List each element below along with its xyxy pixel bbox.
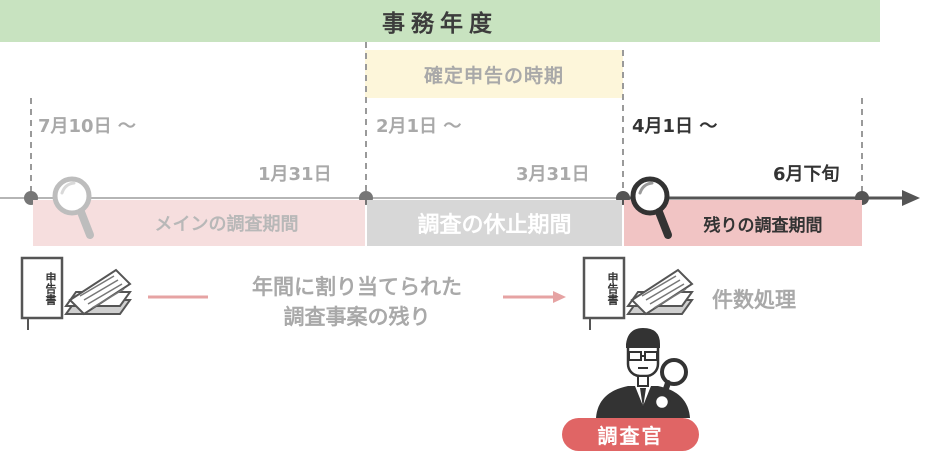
filing-season-label: 確定申告の時期 [423,64,564,87]
tax-return-label-left: 申告書 [44,271,57,305]
magnifier-icon [52,176,94,239]
remaining-period-label: 残りの調査期間 [703,215,823,236]
remaining-cases-line1: 年間に割り当てられた [252,275,462,299]
remaining-cases-line2: 調査事案の残り [283,305,431,329]
filing-season-box: 確定申告の時期 [365,50,623,98]
date-start-remaining: 4月1日 〜 [632,116,718,137]
date-start-rest: 2月1日 〜 [376,116,462,137]
remaining-cases-text: 年間に割り当てられた 調査事案の残り [212,272,502,332]
main-period-label: メインの調査期間 [154,214,299,235]
inspector-label: 調査官 [597,424,664,448]
fiscal-year-title: 事務年度 [382,11,498,37]
document-stack-icon [64,268,132,316]
investigation-pause-period: 調査の休止期間 [367,200,622,246]
case-processing-label: 件数処理 [712,288,796,312]
flow-arrowhead [553,291,566,303]
inspector-badge: 調査官 [562,418,699,451]
tax-return-label-right: 申告書 [606,271,619,305]
timeline-arrowhead [902,190,920,206]
magnifier-icon-active [630,176,672,239]
date-end-rest: 3月31日 [516,164,590,185]
document-stack-icon [626,268,694,316]
date-end-main: 1月31日 [258,164,332,185]
period-dividers [30,42,863,200]
tax-return-form-icon [20,256,64,320]
date-start-main: 7月10日 〜 [38,116,136,137]
fiscal-year-banner: 事務年度 [0,0,880,42]
tax-return-form-icon [582,256,626,320]
tax-return-documents-right [582,256,694,330]
tax-inspector-icon [596,328,690,418]
date-end-remaining: 6月下旬 [773,164,840,185]
tax-return-documents-left [20,256,132,330]
pause-period-label: 調査の休止期間 [417,213,572,238]
